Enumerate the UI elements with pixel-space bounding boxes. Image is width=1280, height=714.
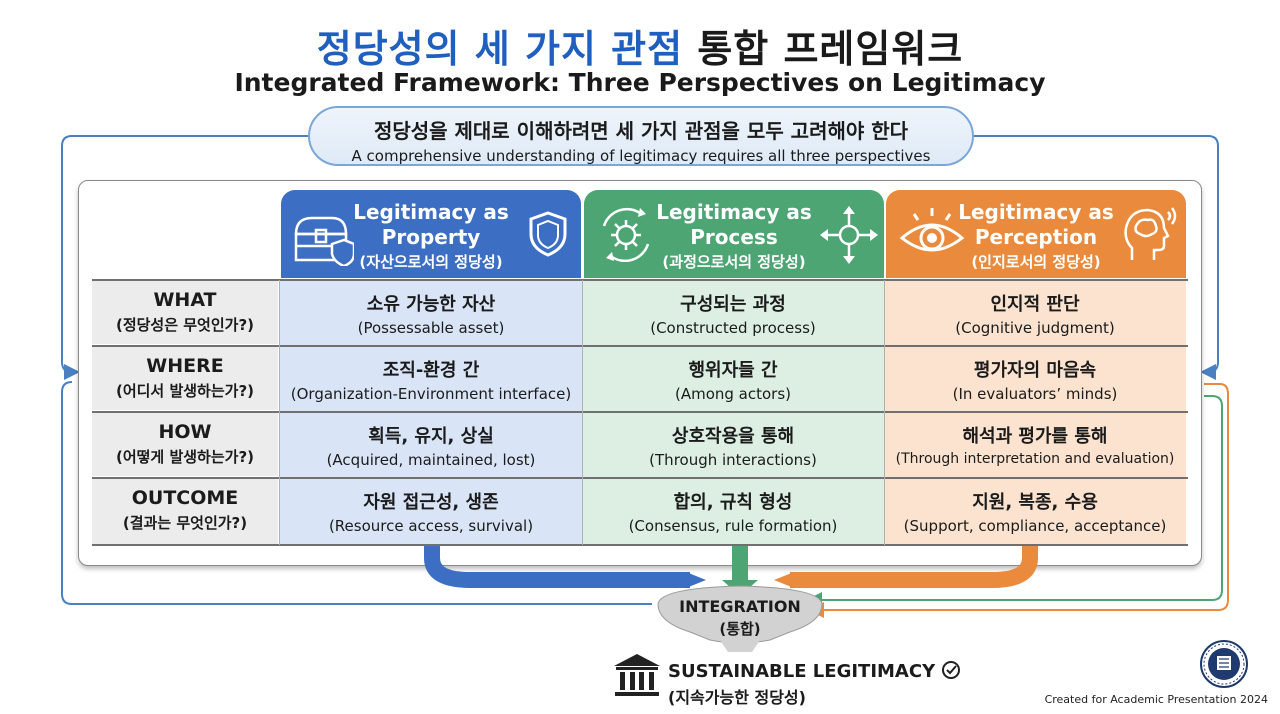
cell-korean: 획득, 유지, 상실 bbox=[368, 426, 494, 447]
cell-english: (Through interactions) bbox=[649, 451, 817, 469]
column-header-line1: Legitimacy as bbox=[656, 200, 812, 224]
table-cell: 구성되는 과정 (Constructed process) bbox=[582, 280, 884, 346]
integration-label: INTEGRATION (통합) bbox=[650, 597, 830, 639]
banner-korean: 정당성을 제대로 이해하려면 세 가지 관점을 모두 고려해야 한다 bbox=[373, 119, 909, 143]
institution-building-icon bbox=[614, 654, 660, 696]
page-subtitle: Integrated Framework: Three Perspectives… bbox=[234, 68, 1046, 97]
cell-english: (Among actors) bbox=[674, 385, 792, 403]
cell-korean: 구성되는 과정 bbox=[680, 294, 786, 315]
row-header-korean: (정당성은 무엇인가?) bbox=[115, 316, 255, 334]
cell-korean: 상호작용을 통해 bbox=[671, 426, 795, 447]
integration-english: INTEGRATION bbox=[679, 597, 801, 616]
column-header-line2: Property bbox=[381, 225, 481, 249]
title-korean-rest: 통합 프레임워크 bbox=[697, 27, 964, 71]
table-divider bbox=[582, 280, 583, 545]
banner: 정당성을 제대로 이해하려면 세 가지 관점을 모두 고려해야 한다 A com… bbox=[308, 106, 974, 166]
row-header-korean: (어디서 발생하는가?) bbox=[115, 382, 255, 400]
table-divider bbox=[279, 280, 280, 545]
cell-english: (Resource access, survival) bbox=[328, 517, 534, 535]
treasure-chest-icon bbox=[294, 216, 354, 266]
cell-korean: 해석과 평가를 통해 bbox=[962, 426, 1108, 447]
column-header-line2: Perception bbox=[974, 225, 1098, 249]
cell-english: (Support, compliance, acceptance) bbox=[903, 517, 1167, 535]
cell-korean: 지원, 복종, 수용 bbox=[972, 492, 1098, 513]
cell-english: (Organization-Environment interface) bbox=[290, 385, 572, 403]
cell-english: (Consensus, rule formation) bbox=[628, 517, 838, 535]
table-cell: 자원 접근성, 생존 (Resource access, survival) bbox=[280, 478, 582, 545]
cell-korean: 행위자들 간 bbox=[688, 360, 778, 381]
gear-arrows-icon bbox=[602, 207, 650, 262]
cell-korean: 합의, 규칙 형성 bbox=[673, 492, 793, 513]
column-header-line1: Legitimacy as bbox=[958, 200, 1114, 224]
row-header-how: HOW (어떻게 발생하는가?) bbox=[92, 412, 278, 476]
head-brain-icon bbox=[1124, 207, 1177, 260]
cell-korean: 소유 가능한 자산 bbox=[366, 294, 496, 315]
table-cell: 행위자들 간 (Among actors) bbox=[582, 346, 884, 412]
row-header-label: WHAT bbox=[153, 289, 217, 311]
table-cell: 상호작용을 통해 (Through interactions) bbox=[582, 412, 884, 478]
cell-english: (Possessable asset) bbox=[357, 319, 505, 337]
table-cell: 지원, 복종, 수용 (Support, compliance, accepta… bbox=[884, 478, 1186, 545]
sustainable-legitimacy-label: SUSTAINABLE LEGITIMACY (지속가능한 정당성) bbox=[668, 660, 961, 708]
title-korean-highlight: 정당성의 세 가지 관점 bbox=[316, 27, 684, 71]
table-divider bbox=[92, 345, 1188, 347]
sustainable-legitimacy-english: SUSTAINABLE LEGITIMACY bbox=[668, 661, 936, 682]
table-cell: 인지적 판단 (Cognitive judgment) bbox=[884, 280, 1186, 346]
integration-korean: (통합) bbox=[719, 620, 761, 638]
directional-arrows-icon bbox=[820, 206, 878, 264]
check-circle-icon bbox=[942, 661, 961, 679]
table-cell: 소유 가능한 자산 (Possessable asset) bbox=[280, 280, 582, 346]
row-header-korean: (어떻게 발생하는가?) bbox=[115, 448, 255, 466]
table-cell: 획득, 유지, 상실 (Acquired, maintained, lost) bbox=[280, 412, 582, 478]
table-cell: 합의, 규칙 형성 (Consensus, rule formation) bbox=[582, 478, 884, 545]
column-header-property: Legitimacy as Property (자산으로서의 정당성) bbox=[281, 190, 581, 278]
cell-english: (Constructed process) bbox=[650, 319, 816, 337]
row-header-outcome: OUTCOME (결과는 무엇인가?) bbox=[92, 478, 278, 544]
column-header-line1: Legitimacy as bbox=[353, 200, 509, 224]
table-cell: 해석과 평가를 통해 (Through interpretation and e… bbox=[884, 412, 1186, 478]
cell-korean: 조직-환경 간 bbox=[382, 360, 480, 381]
cell-korean: 자원 접근성, 생존 bbox=[363, 492, 499, 513]
table-cell: 평가자의 마음속 (In evaluators’ minds) bbox=[884, 346, 1186, 412]
column-header-process: Legitimacy as Process (과정으로서의 정당성) bbox=[584, 190, 884, 278]
cell-korean: 평가자의 마음속 bbox=[973, 360, 1097, 381]
table-divider bbox=[92, 411, 1188, 413]
shield-icon bbox=[529, 211, 567, 257]
credit-text: Created for Academic Presentation 2024 bbox=[1044, 693, 1268, 706]
row-header-where: WHERE (어디서 발생하는가?) bbox=[92, 346, 278, 410]
table-divider bbox=[92, 477, 1188, 479]
column-header-perception: Legitimacy as Perception (인지로서의 정당성) bbox=[886, 190, 1186, 278]
table-divider bbox=[884, 280, 885, 545]
cell-english: (Acquired, maintained, lost) bbox=[326, 451, 536, 469]
table-divider bbox=[92, 544, 1188, 546]
university-seal-logo bbox=[1200, 640, 1248, 688]
column-header-korean: (인지로서의 정당성) bbox=[971, 253, 1101, 271]
row-header-label: OUTCOME bbox=[131, 487, 239, 509]
sustainable-legitimacy-korean: (지속가능한 정당성) bbox=[668, 688, 806, 707]
table-divider bbox=[92, 279, 1188, 281]
page-title: 정당성의 세 가지 관점 통합 프레임워크 bbox=[0, 18, 1280, 73]
banner-english: A comprehensive understanding of legitim… bbox=[351, 147, 931, 165]
column-header-korean: (과정으로서의 정당성) bbox=[662, 253, 806, 271]
row-header-label: WHERE bbox=[146, 355, 224, 377]
column-header-line2: Process bbox=[690, 225, 778, 249]
column-header-korean: (자산으로서의 정당성) bbox=[359, 253, 503, 271]
row-header-korean: (결과는 무엇인가?) bbox=[122, 514, 248, 532]
cell-korean: 인지적 판단 bbox=[990, 294, 1080, 315]
table-cell: 조직-환경 간 (Organization-Environment interf… bbox=[280, 346, 582, 412]
cell-english: (In evaluators’ minds) bbox=[952, 385, 1118, 403]
row-header-label: HOW bbox=[158, 421, 212, 443]
cell-english: (Cognitive judgment) bbox=[955, 319, 1115, 337]
row-header-what: WHAT (정당성은 무엇인가?) bbox=[92, 280, 278, 344]
eye-icon bbox=[899, 208, 965, 252]
cell-english: (Through interpretation and evaluation) bbox=[895, 451, 1175, 467]
